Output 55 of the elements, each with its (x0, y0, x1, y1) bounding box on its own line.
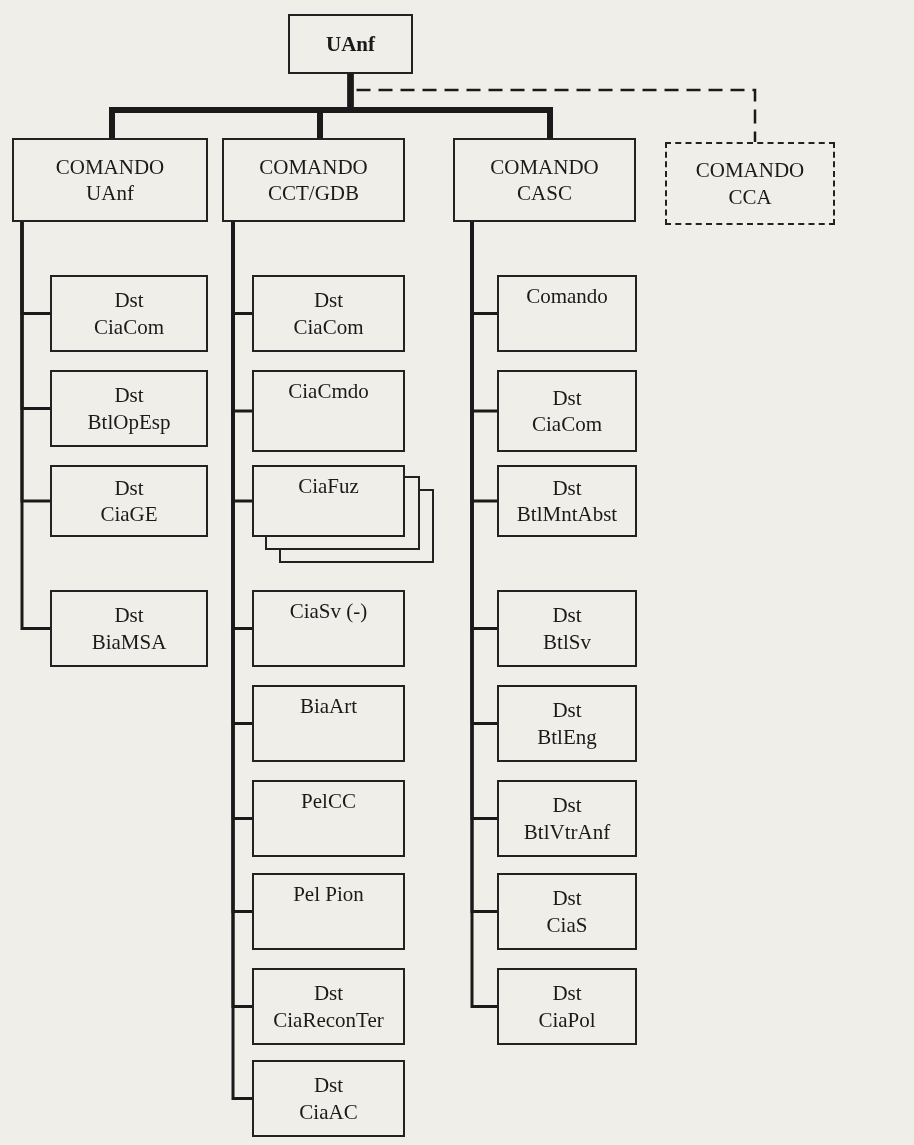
box-label: BiaArt (299, 693, 358, 720)
box-label: CiaSv (-) (289, 598, 368, 625)
box-label: Dst CiaS (546, 885, 588, 938)
org-box (497, 275, 637, 352)
org-box (252, 968, 405, 1045)
org-box (497, 780, 637, 857)
org-box (252, 465, 405, 537)
box-label: Dst CiaCom (532, 384, 602, 438)
box-label: Dst BiaMSA (91, 602, 167, 655)
org-box (252, 1060, 405, 1137)
box-label: PelCC (301, 788, 356, 815)
box-label: Dst BtlMntAbst (516, 474, 618, 528)
org-box (497, 685, 637, 762)
org-box (288, 14, 413, 74)
box-label: Dst CiaGE (100, 474, 158, 528)
org-box (50, 465, 208, 537)
box-label: Dst BtlEng (537, 697, 597, 750)
connector-line (349, 74, 757, 142)
box-label: Pel Pion (293, 881, 364, 908)
box-label: CiaCmdo (288, 378, 369, 405)
org-box (50, 275, 208, 352)
org-box (665, 142, 835, 225)
org-box (252, 275, 405, 352)
org-box (453, 138, 636, 222)
org-box (252, 685, 405, 762)
box-label: Dst CiaCom (293, 287, 364, 340)
box-label: Dst CiaAC (299, 1072, 358, 1125)
org-box (222, 138, 405, 222)
org-box (497, 465, 637, 537)
box-label: COMANDO CCA (695, 157, 805, 210)
box-label: COMANDO UAnf (55, 153, 165, 207)
org-box (12, 138, 208, 222)
org-box (497, 873, 637, 950)
box-label: COMANDO CASC (490, 153, 599, 207)
org-box (252, 780, 405, 857)
org-box (50, 590, 208, 667)
box-label: Dst CiaCom (94, 287, 164, 340)
org-box (252, 873, 405, 950)
connector-line (347, 74, 553, 138)
org-box (252, 370, 405, 452)
box-label: Dst BtlSv (543, 602, 591, 655)
org-box (497, 968, 637, 1045)
connector-line (20, 222, 50, 630)
box-label: Comando (526, 283, 608, 310)
box-label: Dst BtlVtrAnf (523, 792, 611, 845)
box-label: COMANDO CCT/GDB (259, 153, 368, 207)
box-label: Dst BtlOpEsp (87, 382, 171, 435)
box-label: Dst CiaReconTer (273, 980, 384, 1033)
box-label: Dst CiaPol (538, 980, 596, 1033)
org-box (497, 590, 637, 667)
org-box (252, 590, 405, 667)
org-box (50, 370, 208, 447)
org-box (497, 370, 637, 452)
box-label: UAnf (326, 30, 375, 58)
box-label: CiaFuz (298, 473, 359, 500)
